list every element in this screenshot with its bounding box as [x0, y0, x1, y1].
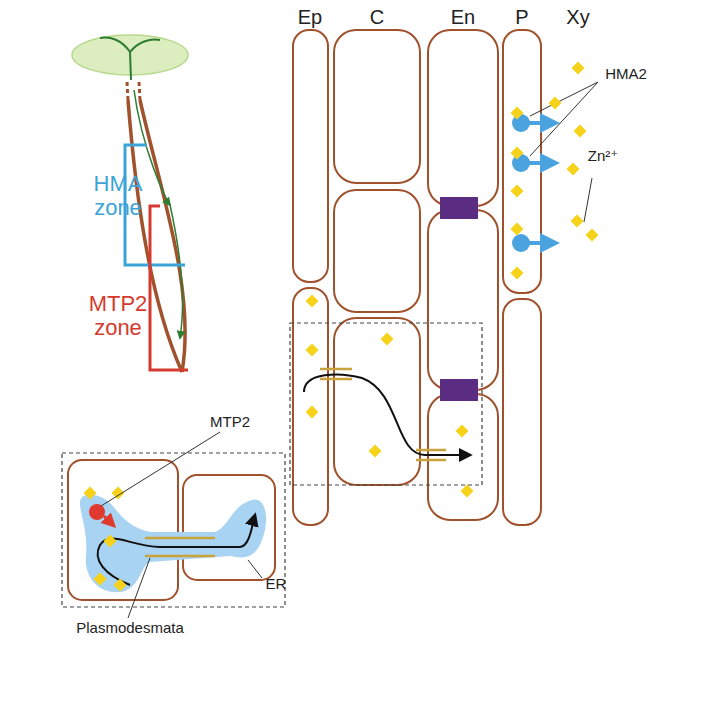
hma2-pumps [512, 82, 598, 252]
seedling [72, 35, 188, 372]
symplastic-route [290, 323, 482, 485]
zone-label: HMA zone [78, 172, 158, 220]
organelle-label: ER [256, 576, 296, 593]
zinc-ions [305, 61, 598, 497]
casparian-strip [440, 197, 478, 401]
column-label: Ep [290, 6, 330, 28]
protein-label: HMA2 [596, 66, 656, 83]
mtp2-bracket [150, 206, 188, 370]
column-label: En [443, 6, 483, 28]
protein-label: MTP2 [200, 414, 260, 431]
column-label: C [357, 6, 397, 28]
zone-label: MTP2 zone [78, 292, 158, 340]
column-label: P [502, 6, 542, 28]
ion-label: Zn²⁺ [578, 148, 628, 165]
root-cells [293, 30, 541, 525]
structure-label: Plasmodesmata [55, 620, 205, 637]
column-label: Xy [558, 6, 598, 28]
inset-detail [62, 432, 285, 618]
